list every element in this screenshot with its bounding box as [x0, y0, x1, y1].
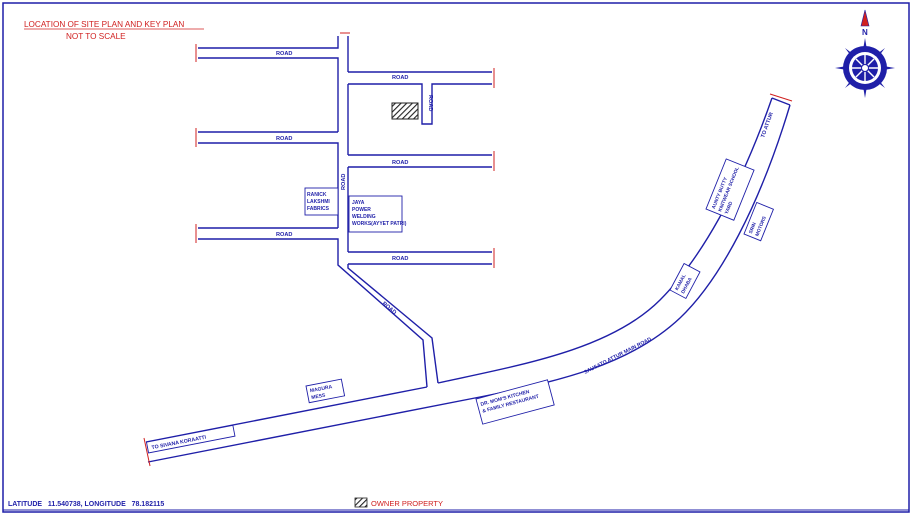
landmark-magura-mess: MAGURAMESS: [305, 378, 346, 404]
road-label-lower-left: ROAD: [276, 232, 292, 238]
landmark-kamal-dhaba: KAMALDHABA: [669, 262, 701, 300]
footer-coordinates: LATITUDE 11.540738, LONGITUDE 78.182115: [8, 501, 164, 508]
road-label-top-left: ROAD: [276, 51, 292, 57]
title-line1: LOCATION OF SITE PLAN AND KEY PLAN: [24, 20, 184, 29]
title-line2: NOT TO SCALE: [66, 32, 126, 41]
road-label-mid-left: ROAD: [276, 136, 292, 142]
landmark-srin-motors: SRINMOTORS: [743, 201, 775, 242]
legend-hatch-icon: [354, 497, 368, 508]
road-label-lower-right: ROAD: [392, 256, 408, 262]
label-to-sivana: TO SIVANA KORAATTI: [145, 424, 236, 454]
road-label-mid-right: ROAD: [392, 160, 408, 166]
road-label-upper-right: ROAD: [392, 75, 408, 81]
landmark-moms-kitchen: DR. MOM'S KITCHEN& FAMILY RESTAURANT: [475, 379, 555, 425]
owner-property-site: [391, 102, 419, 120]
road-label-vertical-upper: ROAD: [427, 95, 433, 111]
north-label: N: [862, 28, 868, 37]
road-label-main-vertical: ROAD: [341, 174, 347, 190]
road-network: [145, 36, 791, 463]
north-arrow-icon: N: [835, 9, 895, 98]
landmark-aunty-butty: AUNTY BUTTYKNITWEAR SCHOOLYARD: [705, 158, 755, 221]
legend-owner-property: OWNER PROPERTY: [371, 499, 443, 508]
landmark-magura-label: MAGURAMESS: [310, 384, 335, 401]
road-end-marks: [143, 32, 793, 467]
road-label-diagonal: ROAD: [381, 301, 397, 316]
